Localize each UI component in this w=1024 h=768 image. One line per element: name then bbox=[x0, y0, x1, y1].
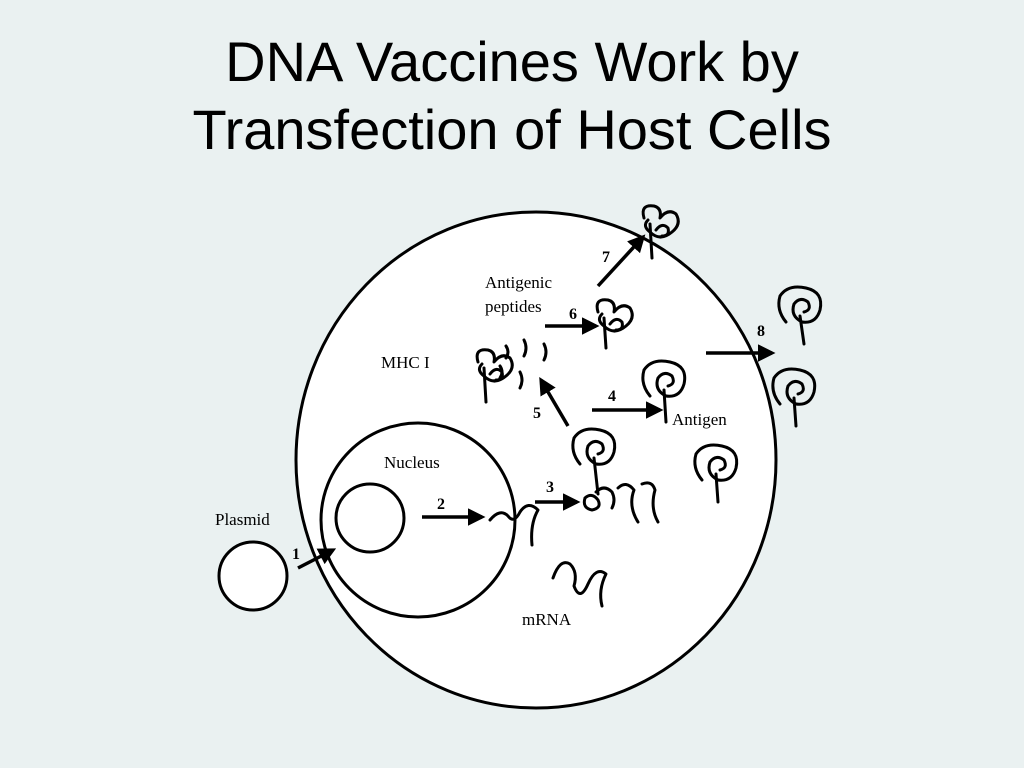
antigen-glyph bbox=[641, 359, 687, 424]
plasmid-in-nucleus bbox=[334, 482, 406, 554]
mrna-strands bbox=[488, 481, 660, 608]
title-line-2: Transfection of Host Cells bbox=[192, 98, 832, 161]
label-plasmid: Plasmid bbox=[215, 510, 270, 529]
arrow-step-1 bbox=[297, 548, 337, 570]
step-7: 7 bbox=[602, 249, 610, 266]
step-8: 8 bbox=[757, 323, 765, 340]
label-antigenic: Antigenic bbox=[485, 273, 552, 292]
antigen-glyph bbox=[771, 367, 817, 428]
step-3: 3 bbox=[546, 479, 554, 496]
label-peptides: peptides bbox=[485, 297, 542, 316]
label-mrna: mRNA bbox=[522, 610, 572, 629]
antigen-glyph bbox=[693, 443, 739, 504]
step-2: 2 bbox=[437, 496, 445, 513]
arrow-step-7 bbox=[596, 234, 646, 288]
label-nucleus: Nucleus bbox=[384, 453, 440, 472]
label-mhc-i: MHC I bbox=[381, 353, 430, 372]
arrow-step-5 bbox=[539, 376, 570, 427]
mhc-peptide-glyph bbox=[595, 298, 634, 350]
step-6: 6 bbox=[569, 306, 577, 323]
step-1: 1 bbox=[292, 546, 300, 563]
slide-title: DNA Vaccines Work by Transfection of Hos… bbox=[0, 28, 1024, 164]
label-antigen: Antigen bbox=[672, 410, 727, 429]
peptide-fragments bbox=[498, 338, 548, 390]
step-5: 5 bbox=[533, 405, 541, 422]
step-4: 4 bbox=[608, 388, 616, 405]
title-line-1: DNA Vaccines Work by bbox=[225, 30, 799, 93]
plasmid bbox=[217, 540, 289, 612]
antigen-glyph bbox=[571, 427, 617, 496]
mhc-peptide-glyph bbox=[641, 204, 680, 260]
antigen-glyph bbox=[777, 285, 823, 346]
